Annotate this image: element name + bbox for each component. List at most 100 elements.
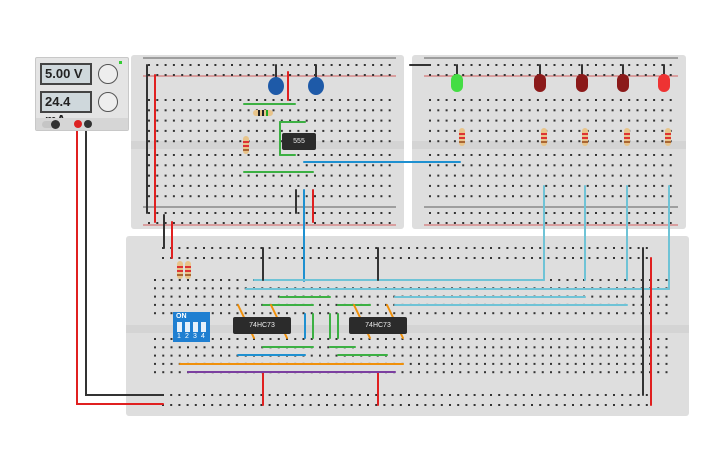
hole[interactable] — [164, 174, 167, 177]
hole[interactable] — [172, 140, 175, 143]
hole[interactable] — [211, 354, 214, 357]
hole[interactable] — [228, 338, 231, 340]
hole[interactable] — [657, 338, 660, 340]
hole[interactable] — [603, 64, 606, 66]
hole[interactable] — [162, 279, 165, 281]
hole[interactable] — [636, 195, 639, 198]
hole[interactable] — [517, 312, 519, 315]
hole[interactable] — [528, 222, 531, 224]
hole[interactable] — [492, 346, 495, 349]
hole[interactable] — [661, 109, 664, 112]
hole[interactable] — [645, 394, 648, 396]
hole[interactable] — [503, 174, 506, 177]
hole[interactable] — [665, 354, 668, 357]
hole[interactable] — [533, 312, 536, 315]
hole[interactable] — [305, 195, 308, 198]
hole[interactable] — [253, 303, 255, 306]
hole[interactable] — [239, 109, 242, 112]
hole[interactable] — [317, 394, 320, 396]
hole[interactable] — [206, 195, 209, 198]
hole[interactable] — [613, 394, 615, 396]
hole[interactable] — [156, 109, 159, 112]
hole[interactable] — [478, 74, 481, 76]
hole[interactable] — [418, 312, 420, 315]
hole[interactable] — [203, 404, 205, 406]
hole[interactable] — [358, 257, 361, 259]
hole[interactable] — [154, 279, 156, 281]
hole[interactable] — [545, 174, 548, 177]
chip-74hc73-1[interactable]: 74HC73 — [233, 317, 291, 334]
hole[interactable] — [239, 164, 242, 167]
hole[interactable] — [178, 303, 181, 306]
hole[interactable] — [309, 404, 312, 406]
hole[interactable] — [653, 99, 656, 101]
hole[interactable] — [260, 257, 263, 259]
hole[interactable] — [285, 394, 287, 396]
hole[interactable] — [442, 371, 445, 374]
hole[interactable] — [264, 195, 267, 198]
hole[interactable] — [669, 64, 672, 66]
hole[interactable] — [525, 312, 528, 315]
hole[interactable] — [624, 346, 627, 349]
hole[interactable] — [563, 394, 566, 396]
hole[interactable] — [426, 312, 429, 315]
hole[interactable] — [607, 362, 610, 365]
hole[interactable] — [636, 119, 639, 122]
hole[interactable] — [578, 99, 581, 101]
hole[interactable] — [536, 99, 539, 101]
hole[interactable] — [495, 109, 498, 112]
hole[interactable] — [293, 247, 296, 249]
hole[interactable] — [285, 404, 287, 406]
hole[interactable] — [628, 154, 631, 156]
hole[interactable] — [401, 312, 404, 315]
hole[interactable] — [385, 312, 387, 315]
hole[interactable] — [375, 394, 378, 396]
hole[interactable] — [156, 212, 159, 214]
hole[interactable] — [301, 257, 304, 259]
hole[interactable] — [661, 164, 664, 167]
hole[interactable] — [574, 279, 577, 281]
hole[interactable] — [442, 338, 445, 340]
hole[interactable] — [657, 279, 660, 281]
hole[interactable] — [189, 195, 192, 198]
hole[interactable] — [253, 295, 255, 298]
hole[interactable] — [401, 371, 404, 374]
hole[interactable] — [503, 164, 506, 167]
hole[interactable] — [445, 74, 448, 76]
hole[interactable] — [520, 195, 523, 198]
hole[interactable] — [619, 174, 622, 177]
hole[interactable] — [653, 222, 656, 224]
hole[interactable] — [380, 212, 383, 214]
hole[interactable] — [583, 354, 585, 357]
hole[interactable] — [418, 354, 420, 357]
hole[interactable] — [326, 394, 328, 396]
hole[interactable] — [520, 154, 523, 156]
dip-switch[interactable]: ON 1 2 3 4 — [173, 312, 210, 342]
hole[interactable] — [459, 354, 462, 357]
hole[interactable] — [566, 371, 569, 374]
hole[interactable] — [314, 129, 316, 132]
hole[interactable] — [453, 184, 456, 187]
hole[interactable] — [503, 140, 506, 143]
hole[interactable] — [355, 99, 358, 101]
hole[interactable] — [555, 404, 558, 406]
hole[interactable] — [465, 394, 468, 396]
hole[interactable] — [628, 174, 631, 177]
hole[interactable] — [154, 362, 156, 365]
hole[interactable] — [285, 257, 287, 259]
hole[interactable] — [487, 212, 490, 214]
hole[interactable] — [561, 109, 564, 112]
hole[interactable] — [347, 184, 350, 187]
hole[interactable] — [206, 222, 209, 224]
hole[interactable] — [228, 287, 231, 290]
hole[interactable] — [536, 174, 539, 177]
hole[interactable] — [550, 346, 552, 349]
hole[interactable] — [358, 247, 361, 249]
hole[interactable] — [297, 99, 300, 101]
voltage-knob[interactable] — [98, 64, 118, 84]
hole[interactable] — [172, 99, 175, 101]
hole[interactable] — [310, 312, 313, 315]
hole[interactable] — [302, 312, 305, 315]
hole[interactable] — [280, 109, 283, 112]
hole[interactable] — [408, 394, 410, 396]
